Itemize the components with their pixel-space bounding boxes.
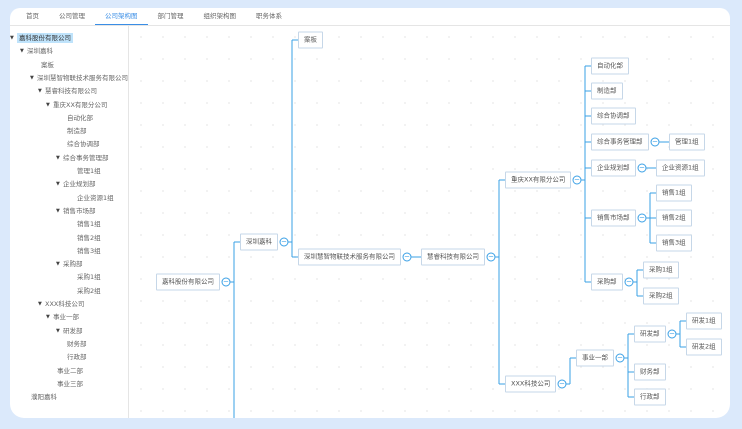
collapse-icon[interactable]: − (557, 379, 567, 389)
org-node-xssc[interactable]: 销售市场部 (591, 209, 636, 227)
collapse-icon[interactable]: − (486, 252, 496, 262)
tree-item[interactable]: 行政部 (67, 353, 87, 362)
expand-caret-icon[interactable]: ▼ (56, 207, 60, 214)
collapse-icon[interactable]: − (667, 329, 677, 339)
tab-department-management[interactable]: 部门管理 (157, 12, 184, 20)
org-node-yf2[interactable]: 研发2组 (686, 338, 722, 356)
tree-item[interactable]: 企业规划部 (63, 180, 96, 189)
tree-item[interactable]: 自动化部 (67, 113, 93, 122)
connector-line (288, 40, 293, 257)
collapse-icon[interactable]: − (624, 277, 634, 287)
collapse-icon[interactable]: − (615, 353, 625, 363)
expand-caret-icon[interactable]: ▼ (56, 327, 60, 334)
connector-line (581, 66, 586, 282)
tab-org-chart[interactable]: 组织架构图 (203, 12, 237, 20)
org-node-xz[interactable]: 行政部 (634, 388, 666, 406)
collapse-icon[interactable]: − (279, 237, 289, 247)
org-node-hr[interactable]: 慧睿科技有限公司 (421, 248, 485, 266)
expand-caret-icon[interactable]: ▼ (38, 88, 42, 95)
connector-line (230, 242, 235, 418)
org-node-cw[interactable]: 财务部 (634, 363, 666, 381)
collapse-icon[interactable]: − (572, 175, 582, 185)
org-chart-canvas[interactable]: 嘉科股份有限公司−深圳嘉科−案板深圳慧智物联技术服务有限公司−慧睿科技有限公司−… (130, 26, 730, 418)
tree-item[interactable]: 案板 (41, 60, 54, 69)
org-node-yf1[interactable]: 研发1组 (686, 312, 722, 330)
tree-item[interactable]: 销售市场部 (63, 206, 96, 215)
connector-line (676, 321, 681, 347)
tree-item[interactable]: 采购部 (63, 260, 83, 269)
tree-item[interactable]: 事业二部 (57, 366, 83, 375)
org-node-zz[interactable]: 制造部 (591, 82, 623, 100)
tab-bar: 首页 公司管理 公司架构图 部门管理 组织架构图 职务体系 (10, 8, 730, 26)
expand-caret-icon[interactable]: ▼ (56, 154, 60, 161)
tree-item[interactable]: 销售3组 (77, 246, 101, 255)
org-node-xs1[interactable]: 销售1组 (656, 184, 692, 202)
org-node-sz[interactable]: 深圳嘉科 (240, 233, 278, 251)
tree-item[interactable]: 嘉科股份有限公司 (17, 33, 73, 43)
tree-item[interactable]: 综合事务管理部 (63, 153, 109, 162)
connector-lines (230, 39, 686, 418)
expand-caret-icon[interactable]: ▼ (46, 314, 50, 321)
org-node-xs3[interactable]: 销售3组 (656, 234, 692, 252)
tree-item[interactable]: 深圳嘉科 (27, 47, 53, 56)
connector-line (633, 270, 638, 296)
tree-item[interactable]: 重庆XX有限分公司 (53, 100, 108, 109)
tree-item[interactable]: 深圳慧智物联技术服务有限公司 (37, 73, 128, 82)
tab-position-system[interactable]: 职务体系 (256, 12, 282, 20)
collapse-icon[interactable]: − (637, 213, 647, 223)
collapse-icon[interactable]: − (402, 252, 412, 262)
tree-item[interactable]: 采购1组 (77, 273, 101, 282)
org-node-yf[interactable]: 研发部 (634, 325, 666, 343)
org-node-qygh[interactable]: 企业规划部 (591, 159, 636, 177)
tab-company-structure[interactable]: 公司架构图 (95, 8, 148, 25)
tree-item[interactable]: 制造部 (67, 127, 87, 136)
collapse-icon[interactable]: − (221, 277, 231, 287)
tree-item[interactable]: 销售1组 (77, 220, 101, 229)
org-node-xs2[interactable]: 销售2组 (656, 209, 692, 227)
expand-caret-icon[interactable]: ▼ (46, 101, 50, 108)
org-node-cg[interactable]: 采购部 (591, 273, 623, 291)
org-node-root[interactable]: 嘉科股份有限公司 (156, 273, 220, 291)
collapse-icon[interactable]: − (650, 137, 660, 147)
tree-item[interactable]: 事业一部 (53, 313, 79, 322)
org-node-zhsw[interactable]: 综合事务管理部 (591, 133, 649, 151)
org-node-qyzy[interactable]: 企业资源1组 (656, 159, 705, 177)
expand-caret-icon[interactable]: ▼ (20, 48, 24, 55)
tree-item[interactable]: 管理1组 (77, 167, 101, 175)
tab-company-management[interactable]: 公司管理 (59, 12, 85, 20)
tree-item[interactable]: 企业资源1组 (77, 193, 114, 202)
tab-home[interactable]: 首页 (26, 12, 39, 20)
org-node-ab[interactable]: 案板 (298, 31, 323, 49)
org-node-cq[interactable]: 重庆XX有限分公司 (505, 171, 572, 189)
collapse-icon[interactable]: − (637, 163, 647, 173)
connector-line (495, 180, 500, 384)
tree-item[interactable]: 慧睿科技有限公司 (45, 87, 97, 96)
expand-caret-icon[interactable]: ▼ (38, 301, 42, 307)
tree-item[interactable]: 综合协调部 (67, 140, 100, 149)
tree-item[interactable]: 销售2组 (77, 233, 101, 242)
org-node-hz[interactable]: 深圳慧智物联技术服务有限公司 (298, 248, 401, 266)
connector-line (566, 358, 571, 385)
expand-caret-icon[interactable]: ▼ (56, 181, 60, 188)
company-tree: ▼嘉科股份有限公司▼深圳嘉科案板▼深圳慧智物联技术服务有限公司▼慧睿科技有限公司… (10, 26, 129, 418)
expand-caret-icon[interactable]: ▼ (10, 35, 14, 41)
tree-item[interactable]: 研发部 (63, 326, 83, 335)
tree-item[interactable]: 濮阳嘉科 (31, 393, 57, 402)
connector-line (624, 334, 629, 397)
org-node-gl1[interactable]: 管理1组 (669, 133, 705, 151)
connector-line (646, 193, 651, 243)
expand-caret-icon[interactable]: ▼ (30, 74, 34, 81)
org-node-zdh[interactable]: 自动化部 (591, 57, 629, 75)
org-node-xxx[interactable]: XXX科技公司 (505, 375, 557, 393)
org-node-cg1[interactable]: 采购1组 (643, 261, 679, 279)
org-node-zhxt[interactable]: 综合协调部 (591, 107, 636, 125)
tree-item[interactable]: 采购2组 (77, 286, 101, 295)
tree-item[interactable]: 财务部 (67, 339, 87, 348)
org-node-sy1[interactable]: 事业一部 (576, 349, 614, 367)
expand-caret-icon[interactable]: ▼ (56, 261, 60, 268)
tree-item[interactable]: XXX科技公司 (45, 300, 85, 308)
tree-item[interactable]: 事业三部 (57, 379, 83, 388)
app-window: 首页 公司管理 公司架构图 部门管理 组织架构图 职务体系 ▼嘉科股份有限公司▼… (10, 8, 730, 418)
org-node-cg2[interactable]: 采购2组 (643, 287, 679, 305)
